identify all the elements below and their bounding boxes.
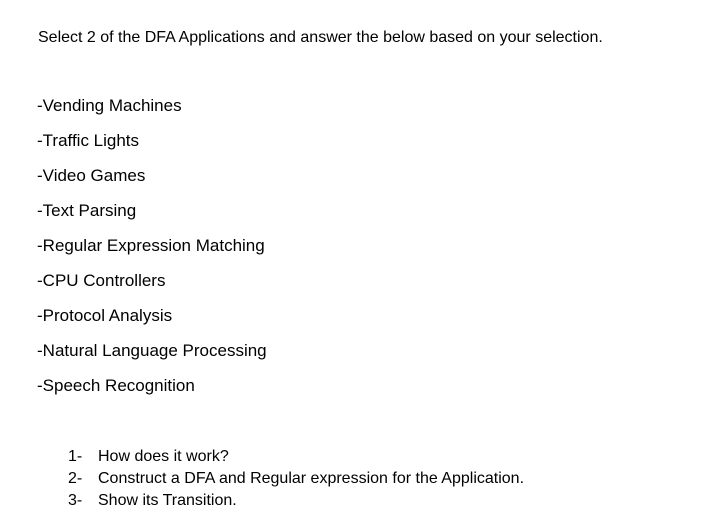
question-text: Show its Transition. [98,492,237,509]
application-item-protocol-analysis: -Protocol Analysis [37,306,173,325]
application-item-text-parsing: -Text Parsing [37,201,137,220]
application-item-traffic-lights: -Traffic Lights [37,131,140,150]
question-text: Construct a DFA and Regular expression f… [98,470,525,487]
application-item-speech-recognition: -Speech Recognition [37,376,195,395]
question-text: How does it work? [98,448,229,465]
question-item: 2- Construct a DFA and Regular expressio… [68,468,524,490]
question-number: 3- [68,492,83,509]
application-item-video-games: -Video Games [37,166,146,185]
question-item: 1- How does it work? [68,446,524,468]
questions-list: 1- How does it work? 2- Construct a DFA … [68,446,524,512]
application-item-natural-language-processing: -Natural Language Processing [37,341,267,360]
application-item-vending-machines: -Vending Machines [37,96,182,115]
question-item: 3- Show its Transition. [68,490,524,512]
question-number: 1- [68,448,83,465]
page-title: Select 2 of the DFA Applications and ans… [38,29,603,46]
application-item-cpu-controllers: -CPU Controllers [37,271,166,290]
application-item-regular-expression-matching: -Regular Expression Matching [37,236,265,255]
dfa-applications-list: -Vending Machines -Traffic Lights -Video… [37,88,267,403]
question-number: 2- [68,470,83,487]
